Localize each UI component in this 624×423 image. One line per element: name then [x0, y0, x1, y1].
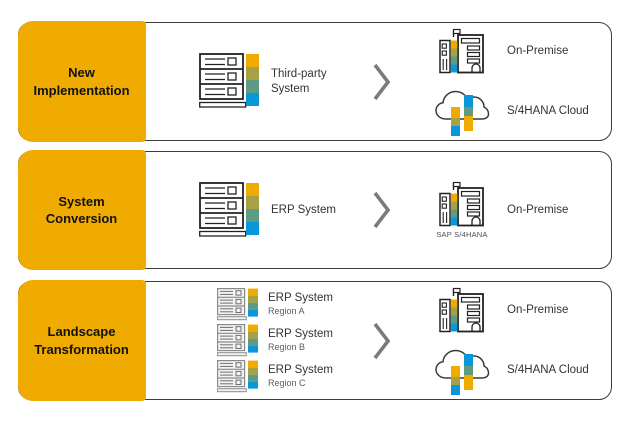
source-item-region-c: ERP System Region C [217, 360, 333, 393]
target-zone: On-Premise S/4HANA [405, 287, 611, 395]
source-item-region-b: ERP System Region B [217, 324, 333, 357]
target-item-on-premise: On-Premise [433, 287, 611, 333]
source-system-text: ERP System Region C [268, 364, 333, 389]
source-system-text: ERP System Region B [268, 328, 333, 353]
chevron-zone [359, 63, 405, 101]
scenario-content: ERP System Region A [147, 282, 611, 399]
source-system-title: Third-party System [271, 68, 327, 95]
target-item-on-premise: On-Premise [433, 28, 611, 74]
chevron-right-icon [371, 63, 393, 101]
scenario-content: ERP System [147, 152, 611, 268]
chevron-zone [359, 322, 405, 360]
target-item-s4hana-cloud: S/4HANA Cloud [433, 86, 611, 136]
scenario-panel-landscape-transformation: Landscape Transformation [17, 280, 612, 401]
target-label-on-premise: On-Premise [507, 303, 569, 316]
scenario-label-landscape-transformation: Landscape Transformation [17, 280, 146, 401]
server-system-icon-small [217, 360, 259, 393]
source-zone: Third-party System [147, 53, 359, 110]
server-system-icon [199, 53, 259, 110]
on-premise-building-icon: SAP S/4HANA [433, 181, 491, 239]
source-zone: ERP System Region A [147, 288, 359, 393]
chevron-right-icon [371, 191, 393, 229]
target-label-on-premise: On-Premise [507, 44, 569, 57]
building-icon-caption: SAP S/4HANA [436, 230, 488, 239]
source-system-region: Region C [268, 378, 306, 389]
server-system-icon-small [217, 324, 259, 357]
target-zone: SAP S/4HANA On-Premise [405, 181, 611, 239]
source-system-region: Region B [268, 342, 306, 353]
source-system-title: ERP System [268, 291, 333, 304]
s4hana-cloud-icon [433, 86, 491, 136]
scenario-label-new-implementation: New Implementation [17, 21, 146, 142]
scenario-panel-new-implementation: New Implementation [17, 21, 612, 142]
source-item-region-a: ERP System Region A [217, 288, 333, 321]
source-zone: ERP System [147, 181, 359, 239]
source-system-region: Region A [268, 306, 305, 317]
s4hana-cloud-icon [433, 345, 491, 395]
chevron-zone [359, 191, 405, 229]
target-item-s4hana-cloud: S/4HANA Cloud [433, 345, 611, 395]
server-system-icon [199, 181, 259, 239]
source-system-text: ERP System Region A [268, 292, 333, 317]
source-system-title: ERP System [271, 203, 336, 216]
on-premise-building-icon [433, 287, 491, 333]
scenario-panel-system-conversion: System Conversion [17, 150, 612, 270]
scenario-label-system-conversion: System Conversion [17, 150, 146, 270]
scenario-content: Third-party System [147, 23, 611, 140]
on-premise-building-icon [433, 28, 491, 74]
target-label-s4hana-cloud: S/4HANA Cloud [507, 104, 589, 117]
server-system-icon-small [217, 288, 259, 321]
target-item-on-premise: SAP S/4HANA On-Premise [433, 181, 611, 239]
source-system-title: ERP System [268, 363, 333, 376]
target-zone: On-Premise S/4HANA [405, 28, 611, 136]
target-label-on-premise: On-Premise [507, 204, 569, 216]
chevron-right-icon [371, 322, 393, 360]
target-label-s4hana-cloud: S/4HANA Cloud [507, 363, 589, 376]
source-system-title: ERP System [268, 327, 333, 340]
